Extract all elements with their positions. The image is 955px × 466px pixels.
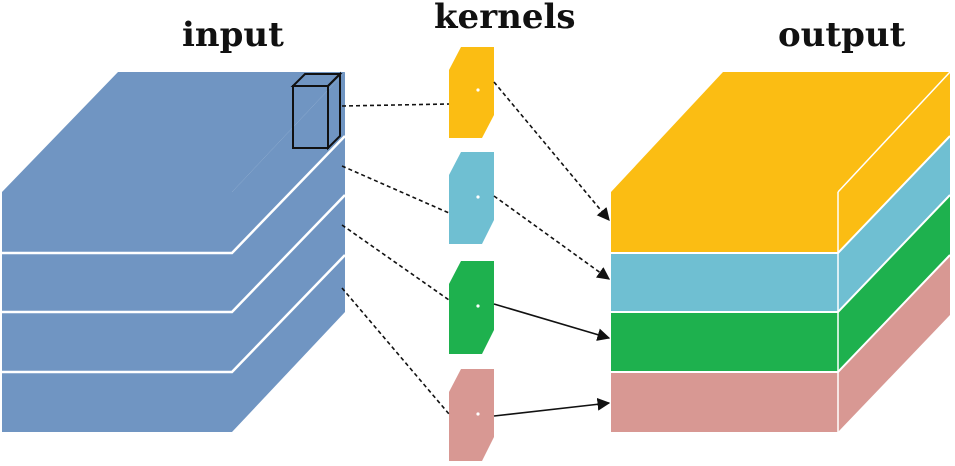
output-side-slice-2 [838, 136, 950, 312]
input-top-face [2, 72, 345, 192]
output-volume [611, 71, 951, 432]
kernel-3 [449, 261, 494, 354]
output-side-slice-4 [838, 255, 950, 432]
output-front-slice-1 [611, 192, 838, 253]
connector-kernel-1 [341, 103, 450, 107]
connector-kernel-2 [341, 165, 450, 214]
connector-kernel-4 [341, 287, 450, 415]
output-slice-divider [611, 254, 951, 373]
input-slice-divider [2, 135, 346, 255]
arrow-kernel-1 [493, 81, 610, 221]
kernel-to-output-arrows [493, 81, 611, 417]
output-front-slice-4 [611, 372, 838, 432]
arrow-kernel-4 [493, 397, 611, 417]
output-side-slice-1 [838, 72, 950, 253]
output-slice-divider [611, 135, 951, 254]
input-slice-divider [2, 254, 346, 374]
input-label: input [182, 15, 284, 55]
output-front-slice-2 [611, 253, 838, 312]
kernel-2 [449, 152, 494, 244]
arrow-kernel-3 [493, 303, 611, 341]
kernels-label: kernels [434, 0, 576, 37]
arrow-kernel-2 [493, 195, 611, 280]
output-slice-divider [611, 194, 951, 313]
kernel-4 [449, 369, 494, 461]
input-volume [2, 72, 346, 432]
connector-kernel-3 [341, 224, 450, 301]
output-front-slice-3 [611, 312, 838, 372]
kernel-1 [449, 47, 494, 138]
output-label: output [778, 15, 906, 55]
output-side-slice-3 [838, 195, 950, 372]
input-slice-divider [2, 194, 346, 314]
output-edge [837, 71, 951, 193]
receptive-field-cube [290, 71, 343, 151]
input-to-kernel-connectors [341, 103, 450, 415]
